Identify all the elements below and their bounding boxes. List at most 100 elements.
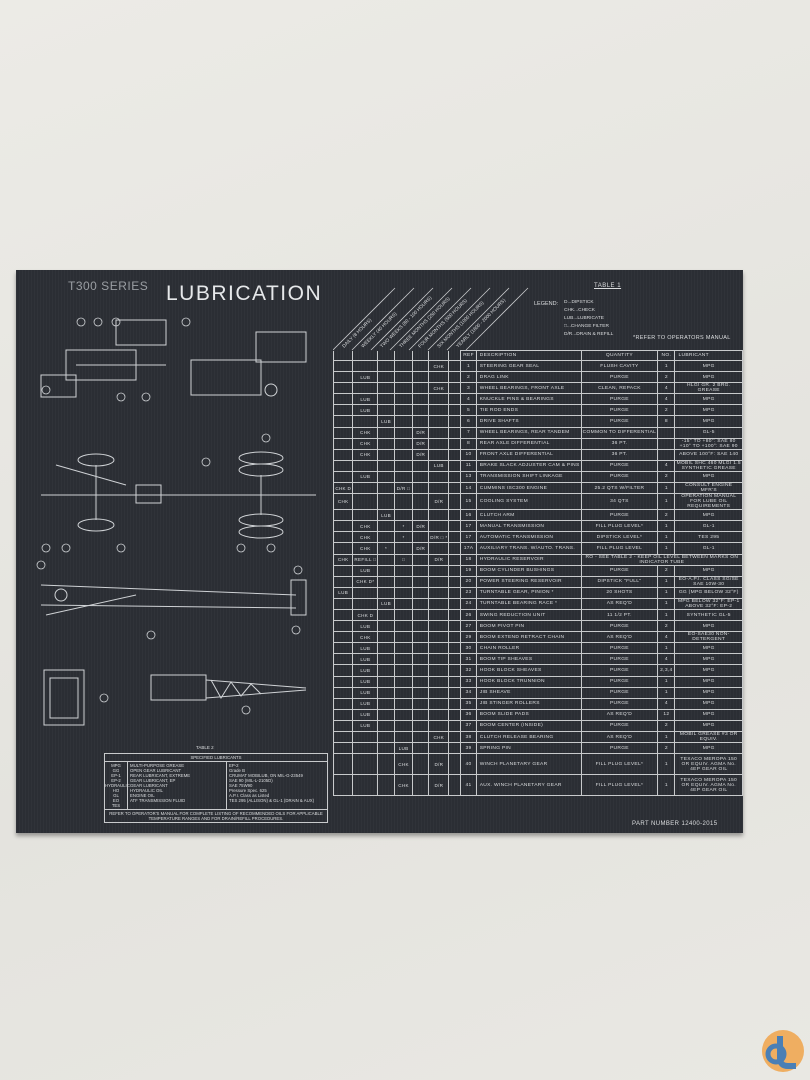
interval-mark (377, 448, 395, 461)
row-lubricant: MPG BELOW 32°F: EP-1 ABOVE 32°F: EP-2 (674, 597, 743, 610)
table2-name: OPEN GEAR LUBRICANT (130, 768, 182, 773)
legend-item: LUB...LUBRICATE (564, 316, 604, 321)
interval-mark (412, 493, 430, 511)
refer-note: *REFER TO OPERATORS MANUAL (633, 335, 731, 341)
row-description: TRANSMISSION SHIFT LINKAGE (475, 470, 582, 484)
interval-mark (448, 675, 462, 688)
interval-mark (393, 404, 414, 417)
row-count: 1 (657, 493, 676, 511)
interval-column-header (448, 350, 462, 361)
table2-code: EP-1 (111, 773, 121, 778)
interval-mark (377, 404, 395, 417)
row-quantity: DIPSTICK "FULL" (580, 575, 659, 588)
row-lubricant: MPG (674, 708, 743, 721)
row-quantity: COMMON TO DIFFERENTIAL (580, 426, 659, 439)
interval-mark: D/R (412, 542, 430, 555)
table2-spec: SAE 90 (MIL-L-2105D) (229, 778, 273, 783)
interval-mark (448, 393, 462, 406)
interval-mark: D/R (412, 448, 430, 461)
table2-name: MULTI-PURPOSE GREASE (130, 763, 185, 768)
table2-header: SPECIFIED LUBRICANTS (105, 754, 327, 762)
interval-mark (352, 359, 379, 373)
interval-mark (377, 564, 395, 577)
interval-mark: CHK (428, 359, 450, 373)
interval-mark (412, 531, 430, 544)
row-count: 8 (657, 415, 676, 428)
interval-mark (393, 586, 414, 599)
row-count: 2 (657, 742, 676, 755)
row-ref: 19 (460, 564, 477, 577)
row-quantity: PURGE (580, 459, 659, 472)
table2-code: TES (111, 803, 121, 808)
table2-spec: TES 295 (ALLISON) & GL-1 (DRAIN & AUX) (229, 798, 315, 803)
row-ref: 5 (460, 404, 477, 417)
interval-mark (377, 664, 395, 677)
interval-mark (352, 774, 379, 797)
interval-mark (428, 542, 450, 555)
row-count: 1 (657, 675, 676, 688)
row-quantity: 36 PT. (580, 437, 659, 450)
row-ref: 17 (460, 531, 477, 544)
interval-mark (377, 708, 395, 721)
row-description: WINCH PLANETARY GEAR (475, 753, 582, 776)
interval-mark: * (393, 520, 414, 533)
row-count (657, 448, 676, 461)
interval-mark (428, 675, 450, 688)
interval-mark (448, 586, 462, 599)
interval-mark (428, 520, 450, 533)
row-count: 1 (657, 575, 676, 588)
row-description: AUX. WINCH PLANETARY GEAR (475, 774, 582, 797)
boom-drawing (40, 579, 307, 616)
row-lubricant: TEXACO MEROPA 150 OR EQUIV. AGMA No. 4EP… (674, 774, 743, 797)
interval-mark (352, 482, 379, 495)
interval-mark (332, 730, 354, 744)
interval-mark (412, 393, 430, 406)
interval-mark (428, 686, 450, 699)
row-lubricant: OPERATION MANUAL FOR LUBE OIL REQUIREMEN… (674, 493, 743, 511)
legend: D...DIPSTICK CHK...CHECK LUB...LUBRICATE… (564, 299, 613, 339)
row-lubricant: MPG (674, 653, 743, 666)
row-description: BOOM SLIDE PADS (475, 708, 582, 721)
col-quantity: QUANTITY (580, 350, 659, 361)
interval-mark (412, 631, 430, 644)
row-lubricant: MPG (674, 509, 743, 522)
interval-mark (428, 708, 450, 721)
row-description: COOLING SYSTEM (475, 493, 582, 511)
interval-mark (448, 719, 462, 733)
interval-mark (332, 448, 354, 461)
interval-mark (377, 470, 395, 484)
table2-code: HO (112, 788, 120, 793)
interval-mark: * (377, 542, 395, 555)
row-quantity: FLUSH CAVITY (580, 359, 659, 373)
interval-mark (332, 719, 354, 733)
interval-mark (393, 542, 414, 555)
row-quantity: FILL PLUG LEVEL (580, 542, 659, 555)
interval-mark (377, 774, 395, 797)
interval-mark: CHK (428, 730, 450, 744)
interval-mark (377, 753, 395, 776)
interval-mark: * (393, 531, 414, 544)
interval-mark: CHK (352, 448, 379, 461)
row-lubricant: GL-5 (674, 426, 743, 439)
row-count: 4 (657, 393, 676, 406)
interval-mark (332, 437, 354, 450)
interval-mark (332, 393, 354, 406)
interval-mark (428, 697, 450, 710)
interval-mark: LUB (352, 404, 379, 417)
interval-mark (448, 730, 462, 744)
table2-spec: Pressure Spec. 625 (229, 788, 267, 793)
row-ref: 33 (460, 675, 477, 688)
table2-code: EP-2 (111, 778, 121, 783)
row-description: STEERING GEAR SEAL (475, 359, 582, 373)
interval-mark (393, 620, 414, 633)
row-lubricant: -15° TO +80°: SAE 80 +10° TO +100°: SAE … (674, 437, 743, 450)
interval-mark (412, 509, 430, 522)
row-lubricant: EO-A.P.I. CLASS SG/SE SAE 10W-30 (674, 575, 743, 588)
interval-mark (448, 753, 462, 776)
